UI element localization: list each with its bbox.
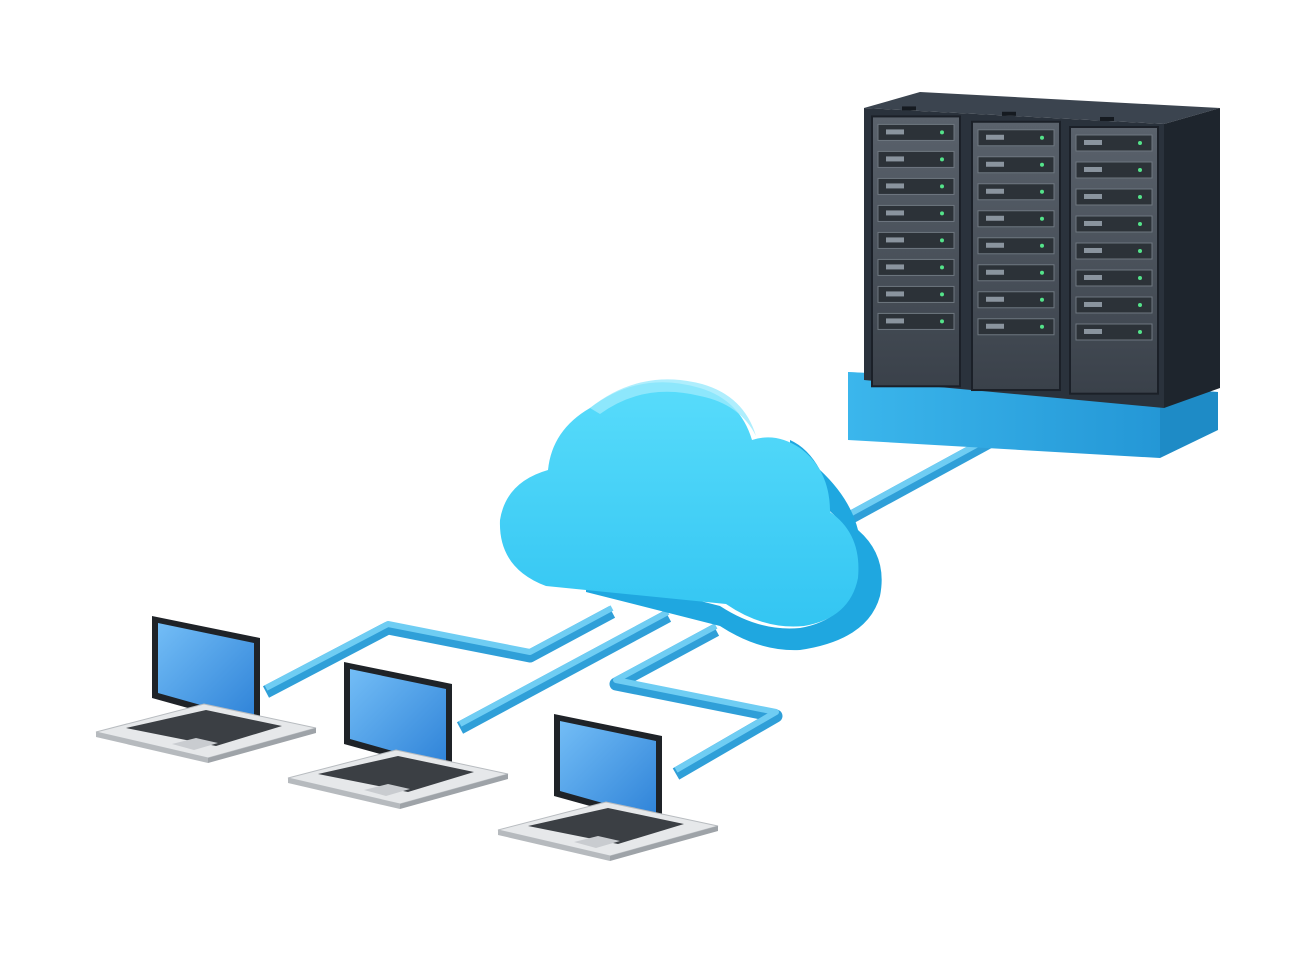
- cloud-icon: [500, 379, 882, 650]
- server-unit-slot: [986, 135, 1004, 140]
- server-unit-led: [940, 130, 944, 134]
- server-unit-led: [1040, 163, 1044, 167]
- server-unit-slot: [886, 129, 904, 134]
- server-unit-slot: [986, 216, 1004, 221]
- server-unit-led: [1040, 298, 1044, 302]
- cable-cloud-to-server: [846, 436, 1000, 520]
- server-unit-led: [1040, 271, 1044, 275]
- server-unit-slot: [1084, 140, 1102, 145]
- server-vent: [1002, 112, 1016, 116]
- server-vent: [1100, 117, 1114, 121]
- laptop-icon: [498, 714, 718, 861]
- server-unit-led: [1138, 195, 1142, 199]
- server-unit-slot: [1084, 221, 1102, 226]
- server-unit-led: [1040, 136, 1044, 140]
- server-unit-slot: [1084, 275, 1102, 280]
- server-unit-led: [1138, 249, 1142, 253]
- server-unit-led: [1040, 325, 1044, 329]
- laptops: [96, 616, 718, 861]
- server-unit-led: [1138, 141, 1142, 145]
- server-rack-units: [872, 106, 1158, 393]
- server-unit-led: [1040, 244, 1044, 248]
- server-unit-slot: [886, 156, 904, 161]
- server-unit-slot: [1084, 194, 1102, 199]
- server-unit-slot: [886, 237, 904, 242]
- server-unit-slot: [1084, 302, 1102, 307]
- server-rack-icon: [848, 92, 1220, 458]
- server-unit-slot: [886, 183, 904, 188]
- server-unit-led: [1138, 168, 1142, 172]
- server-unit-slot: [886, 210, 904, 215]
- server-unit-led: [940, 184, 944, 188]
- server-unit-led: [1138, 303, 1142, 307]
- server-unit-led: [1040, 217, 1044, 221]
- server-unit-slot: [1084, 329, 1102, 334]
- server-unit-slot: [886, 291, 904, 296]
- server-unit-led: [1138, 330, 1142, 334]
- cloud-front: [500, 382, 859, 626]
- server-unit-led: [1040, 190, 1044, 194]
- server-rack-side: [1164, 108, 1220, 408]
- server-unit-slot: [986, 270, 1004, 275]
- server-unit-slot: [986, 324, 1004, 329]
- server-unit-slot: [886, 318, 904, 323]
- server-unit-led: [940, 157, 944, 161]
- laptop-icon: [288, 662, 508, 809]
- server-unit-led: [940, 238, 944, 242]
- server-unit-slot: [1084, 167, 1102, 172]
- server-unit-slot: [986, 189, 1004, 194]
- server-unit-led: [940, 211, 944, 215]
- server-unit-slot: [986, 243, 1004, 248]
- server-vent: [902, 106, 916, 110]
- server-unit-led: [940, 319, 944, 323]
- server-unit-led: [940, 292, 944, 296]
- server-unit-slot: [986, 162, 1004, 167]
- server-unit-led: [1138, 222, 1142, 226]
- server-unit-slot: [986, 297, 1004, 302]
- server-unit-slot: [886, 264, 904, 269]
- server-unit-slot: [1084, 248, 1102, 253]
- server-unit-led: [940, 265, 944, 269]
- server-unit-led: [1138, 276, 1142, 280]
